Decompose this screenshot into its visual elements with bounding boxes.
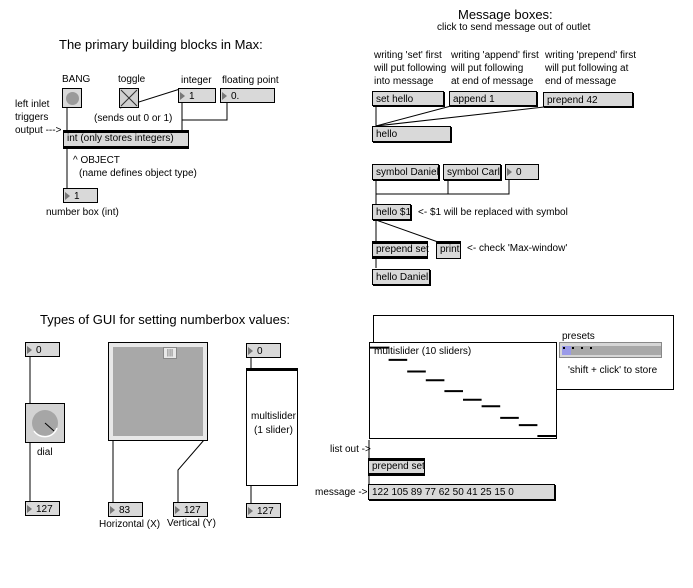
- preset-slot[interactable]: [643, 346, 652, 355]
- append-message[interactable]: append 1: [449, 91, 537, 106]
- ms10-label: multislider (10 sliders): [374, 346, 472, 357]
- message-boxes-subheading: click to send message out of outlet: [437, 22, 591, 33]
- prepend-42-message[interactable]: prepend 42: [543, 92, 633, 107]
- ms1-input-number-box[interactable]: 0: [246, 343, 281, 358]
- list-out-label: list out ->: [330, 444, 371, 455]
- toggle-note: (sends out 0 or 1): [94, 113, 173, 124]
- append-note-1: writing 'append' first: [451, 50, 539, 61]
- append-note-3: at end of message: [451, 76, 534, 87]
- ms1-output-number-box[interactable]: 127: [246, 503, 281, 518]
- list-message[interactable]: 122 105 89 77 62 50 41 25 15 0: [368, 484, 555, 500]
- prepend-note-3: end of message: [545, 76, 617, 87]
- object-note: ^ OBJECT: [73, 155, 120, 166]
- vertical-label: Vertical (Y): [167, 518, 216, 529]
- hello-daniel-message[interactable]: hello Daniel: [372, 269, 430, 285]
- toggle-button[interactable]: [119, 88, 139, 108]
- set-note-2: will put following: [374, 63, 447, 74]
- list-prepend-set-object[interactable]: prepend set: [368, 458, 425, 476]
- bang-circle-icon: [66, 92, 79, 105]
- symbol-daniel-message[interactable]: symbol Daniel: [372, 164, 439, 180]
- preset-slot[interactable]: [607, 346, 616, 355]
- print-note: <- check 'Max-window': [467, 243, 568, 254]
- float-number-box[interactable]: 0.: [220, 88, 275, 103]
- object-note-2: (name defines object type): [79, 168, 197, 179]
- horizontal-label: Horizontal (X): [99, 519, 161, 530]
- hello-var-note: <- $1 will be replaced with symbol: [418, 207, 568, 218]
- dial-output-number-box[interactable]: 127: [25, 501, 60, 516]
- inlet-note-line1: left inlet: [15, 99, 50, 110]
- output-number-box[interactable]: 1: [63, 188, 98, 203]
- set-note-1: writing 'set' first: [374, 50, 442, 61]
- preset-slot[interactable]: [598, 346, 607, 355]
- ms10-bars: [370, 346, 556, 437]
- preset-slot[interactable]: [625, 346, 634, 355]
- prepend-set-object[interactable]: prepend set: [372, 241, 429, 259]
- set-hello-message[interactable]: set hello: [372, 91, 444, 106]
- presets-note: 'shift + click' to store: [568, 365, 658, 376]
- bang-button[interactable]: [62, 88, 82, 108]
- message-boxes-heading: Message boxes:: [458, 7, 553, 22]
- prepend-note-1: writing 'prepend' first: [545, 50, 637, 61]
- dial-input-number-box[interactable]: 0: [25, 342, 60, 357]
- inlet-note-line2: triggers: [15, 112, 49, 123]
- bang-label: BANG: [62, 74, 91, 85]
- set-note-3: into message: [374, 76, 434, 87]
- symbol-number-box[interactable]: 0: [505, 164, 539, 180]
- message-label: message ->: [315, 487, 368, 498]
- horizontal-number-box[interactable]: 83: [108, 502, 143, 517]
- multislider-10[interactable]: multislider (10 sliders): [369, 342, 557, 439]
- preset-slot[interactable]: [634, 346, 643, 355]
- preset-slot[interactable]: [562, 346, 571, 355]
- preset-slot[interactable]: [589, 346, 598, 355]
- slider-knob[interactable]: |||: [163, 347, 177, 359]
- prepend-note-2: will put following at: [545, 63, 629, 74]
- int-object[interactable]: int (only stores integers): [63, 130, 189, 149]
- append-note-2: will put following: [451, 63, 524, 74]
- symbol-carl-message[interactable]: symbol Carl: [443, 164, 501, 180]
- vertical-number-box[interactable]: 127: [173, 502, 208, 517]
- preset-slot[interactable]: [571, 346, 580, 355]
- toggle-label: toggle: [118, 74, 146, 85]
- dial-knob-icon: [32, 410, 58, 438]
- preset-slot[interactable]: [616, 346, 625, 355]
- ms1-label-1: multislider: [251, 411, 297, 422]
- print-object[interactable]: print: [436, 241, 461, 259]
- 2d-slider-pad[interactable]: |||: [108, 342, 208, 441]
- number-box-label: number box (int): [46, 207, 119, 218]
- gui-types-heading: Types of GUI for setting numberbox value…: [40, 312, 291, 327]
- multislider-1[interactable]: multislider (1 slider): [246, 368, 298, 486]
- building-blocks-heading: The primary building blocks in Max:: [59, 37, 263, 52]
- float-label: floating point: [222, 75, 279, 86]
- dial-label: dial: [37, 447, 53, 458]
- preset-slot[interactable]: [580, 346, 589, 355]
- hello-result-message[interactable]: hello: [372, 126, 451, 142]
- ms1-label-2: (1 slider): [254, 425, 293, 436]
- integer-label: integer: [181, 75, 212, 86]
- preset-object[interactable]: [559, 342, 662, 358]
- inlet-note-line3: output --->: [15, 125, 62, 136]
- preset-slot[interactable]: [652, 346, 661, 355]
- dial[interactable]: [25, 403, 65, 443]
- slider-field: [113, 347, 203, 436]
- presets-label: presets: [562, 331, 595, 342]
- integer-number-box[interactable]: 1: [178, 88, 216, 103]
- hello-var-message[interactable]: hello $1: [372, 204, 411, 220]
- toggle-x-icon: [120, 89, 138, 107]
